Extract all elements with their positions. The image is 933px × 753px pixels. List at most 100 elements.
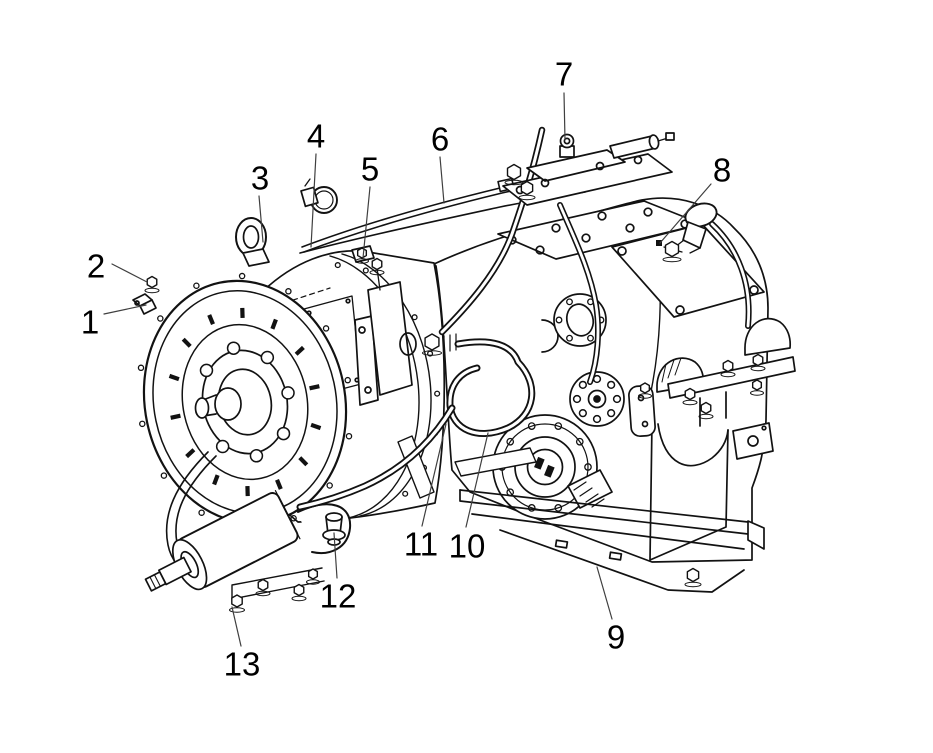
bolt-detail [270, 318, 278, 330]
callout-label-11: 11 [403, 525, 439, 563]
hex-bolt-head [506, 163, 522, 181]
pump-and-hoses [296, 267, 537, 511]
gear-housing [433, 197, 796, 593]
bolt-detail [193, 282, 200, 289]
bolt-detail [181, 337, 192, 348]
hose-clamp [300, 178, 338, 214]
washer [698, 413, 714, 420]
bolt-detail [566, 298, 573, 306]
bolt-detail [578, 380, 588, 390]
bolt-detail [281, 386, 295, 400]
leader-line-2 [111, 263, 148, 283]
callout-label-5: 5 [360, 150, 380, 188]
hex-bolt-head [664, 240, 680, 258]
bolt-detail [310, 422, 322, 431]
bolt-detail [199, 363, 214, 378]
bolt-detail [185, 448, 196, 459]
bolt-detail [572, 394, 582, 404]
bolt-detail [322, 325, 330, 332]
washer [682, 399, 698, 406]
washer [229, 607, 245, 613]
oil-filter-assembly [144, 490, 352, 600]
leader-line-11 [421, 423, 447, 527]
bolt-detail [584, 463, 592, 471]
hex-bolt-head [307, 568, 319, 580]
lifting-eye [235, 217, 270, 267]
leader-line-5 [362, 186, 371, 259]
bolt-detail [168, 373, 180, 382]
breather-dipstick [656, 202, 718, 254]
bolt-detail [294, 345, 305, 356]
washer [662, 256, 682, 263]
hex-bolt-head [639, 382, 651, 394]
bolt-detail [198, 509, 205, 516]
hex-bolt-head [356, 247, 368, 259]
bolt-detail [362, 267, 369, 274]
bolt-detail [207, 314, 215, 325]
pto-cover-flange [569, 371, 625, 427]
bolt-detail [170, 413, 181, 420]
bolt-detail [309, 384, 320, 391]
callout-label-3: 3 [250, 159, 270, 197]
hex-bolt-head [371, 257, 383, 271]
callout-label-7: 7 [554, 55, 574, 93]
hex-bolt-head [722, 359, 734, 373]
washer [355, 258, 369, 264]
washer [638, 393, 652, 399]
leader-line-12 [333, 532, 338, 579]
bolt-detail [298, 456, 309, 467]
side-bracket-plate [732, 422, 774, 460]
bolt-detail [212, 474, 220, 486]
leader-line-1 [103, 304, 147, 315]
bolt-detail [238, 272, 246, 280]
washer [504, 179, 524, 186]
bolt-detail [139, 420, 146, 428]
bolt-detail [506, 437, 515, 446]
washer [684, 581, 702, 588]
bolt-detail [345, 432, 353, 440]
callout-label-6: 6 [430, 120, 450, 158]
leader-line-9 [596, 566, 613, 620]
bolt-detail [575, 437, 584, 446]
bolt-detail [402, 490, 409, 497]
bolt-detail [555, 316, 563, 324]
inspection-plate [628, 384, 656, 438]
leader-line-10 [465, 432, 489, 528]
hex-bolt-head [146, 275, 158, 289]
bolt-detail [606, 380, 616, 390]
washer [306, 579, 320, 585]
bolt-detail [606, 408, 616, 418]
bolt-detail [137, 364, 145, 372]
bolt-detail [290, 515, 297, 522]
bolt-detail [411, 314, 418, 321]
washer [144, 287, 160, 294]
leader-line-8 [659, 183, 712, 244]
input-shaft-stub [194, 387, 242, 421]
flywheel-coupling [137, 272, 353, 532]
callout-label-10: 10 [448, 527, 486, 565]
leader-line-3 [258, 195, 264, 243]
callout-label-13: 13 [223, 645, 261, 683]
callout-label-12: 12 [319, 577, 357, 615]
hex-bolt-head [293, 583, 305, 597]
hex-bolt-head [700, 401, 712, 415]
leader-line-7 [563, 92, 566, 141]
hex-bolts [144, 163, 766, 613]
bolt-detail [587, 334, 594, 342]
callout-label-2: 2 [86, 247, 106, 285]
hex-bolt-head [686, 567, 700, 583]
callout-label-1: 1 [80, 303, 100, 341]
bolt-detail [592, 414, 602, 424]
bolt-detail [434, 390, 441, 397]
hex-bolt-head [751, 379, 763, 391]
hex-bolt-head [520, 180, 534, 196]
hex-bolt-head [424, 333, 440, 351]
bolt-detail [612, 394, 622, 404]
leader-line-6 [439, 156, 445, 204]
bolt-detail [226, 341, 241, 355]
hex-bolt-head [752, 353, 764, 367]
washer [291, 595, 307, 602]
bolt-detail [578, 408, 588, 418]
